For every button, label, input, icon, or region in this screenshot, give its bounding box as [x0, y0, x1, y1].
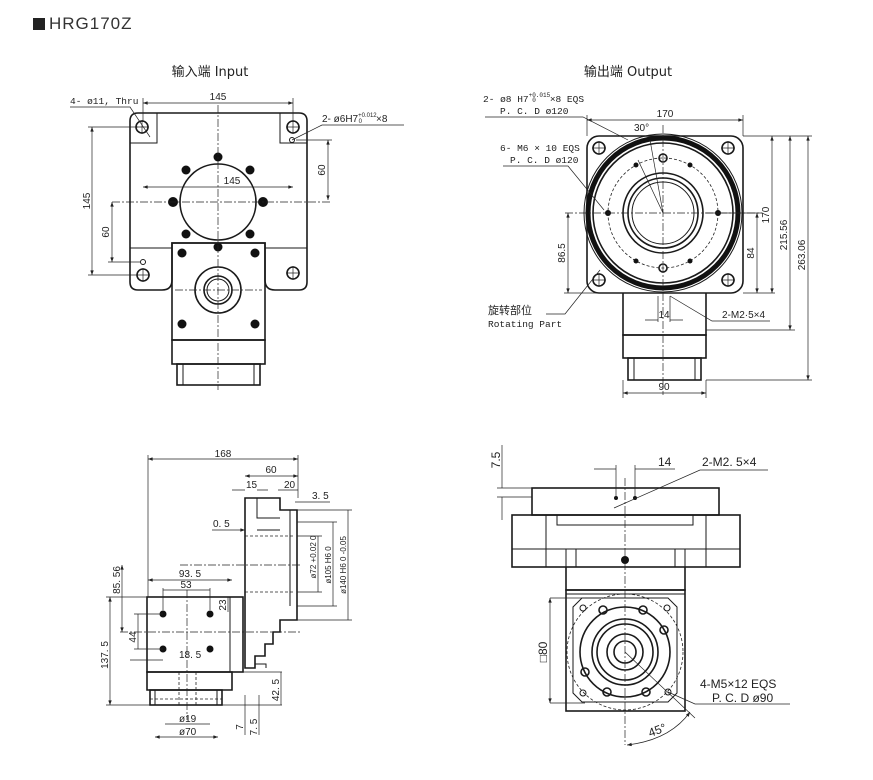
- dim-side-168: 168: [215, 449, 232, 460]
- bottom-view: 7.5 14 2-M2. 5×4 □80 4-M5×12 EQS P. C. D…: [489, 445, 790, 747]
- output-angle-label: 30°: [634, 123, 649, 134]
- output-m2-callout: 2-M2·5×4: [722, 310, 766, 321]
- corner-thru-holes: [135, 120, 300, 282]
- thru-hole-callout: 4- ø11, Thru: [70, 96, 138, 107]
- dim-input-height: 145: [82, 192, 93, 209]
- dim-side-18-5: 18. 5: [179, 650, 202, 661]
- dim-output-215: 215.56: [779, 219, 790, 250]
- dim-side-20: 20: [284, 480, 296, 491]
- housing-screws: [177, 248, 260, 329]
- dim-output-90: 90: [658, 382, 670, 393]
- dim-side-d105: ø105 H6 0: [324, 546, 333, 584]
- bottom-m5-pcd: P. C. D ø90: [712, 691, 773, 705]
- drawing-header: HRG170Z: [33, 14, 133, 34]
- dim-output-84: 84: [746, 247, 757, 259]
- dim-side-44: 44: [128, 631, 139, 643]
- output-housing-base: [622, 334, 707, 359]
- bullet-square-icon: [33, 18, 45, 30]
- bottom-main-body: [511, 514, 741, 568]
- corner-pockets: [130, 113, 307, 144]
- dim-output-263: 263.06: [797, 239, 808, 270]
- dim-side-3-5: 3. 5: [312, 491, 329, 502]
- dim-side-d70: ø70: [179, 727, 197, 738]
- dim-side-137-5: 137. 5: [100, 641, 111, 669]
- dim-side-15: 15: [246, 480, 258, 491]
- dim-side-53: 53: [180, 580, 192, 591]
- dim-bottom-14: 14: [658, 455, 672, 469]
- output-corner-holes: [592, 141, 735, 287]
- dim-side-0-5: 0. 5: [213, 519, 230, 530]
- dim-output-width: 170: [657, 109, 674, 120]
- dim-side-23: 23: [218, 599, 229, 611]
- side-view: 168 60 15 20 3. 5 0. 5 93. 5 53 23 85. 5…: [100, 449, 352, 739]
- dim-bottom-sq80: □80: [536, 641, 550, 662]
- model-title: HRG170Z: [49, 14, 133, 33]
- bottom-m5-callout: 4-M5×12 EQS: [700, 677, 776, 691]
- side-screws: [159, 610, 214, 653]
- rotating-part-en: Rotating Part: [488, 319, 562, 330]
- rotating-part-cn: 旋转部位: [488, 303, 532, 317]
- bottom-top-plate: [531, 487, 720, 516]
- side-housing-base: [146, 671, 233, 691]
- dim-output-86: 86.5: [557, 243, 568, 263]
- dim-side-d140: ø140 H6 0 -0.05: [339, 536, 348, 594]
- dim-side-42-5: 42. 5: [271, 678, 282, 701]
- input-housing-base: [171, 339, 266, 365]
- output-view: 输出端 Output 30° 170 170: [483, 64, 812, 398]
- output-connector: [627, 357, 702, 381]
- dim-input-inner: 145: [224, 176, 241, 187]
- dim-input-60-right: 60: [317, 164, 328, 176]
- dim-side-d72: ø72 +0.02 0: [309, 535, 318, 578]
- side-connector: [149, 689, 223, 706]
- dim-side-93-5: 93. 5: [179, 569, 202, 580]
- bottom-screw-holes: [579, 604, 672, 697]
- input-view: 输入端 Input: [70, 64, 404, 390]
- bottom-neck: [565, 567, 686, 591]
- dim-side-7-5: 7. 5: [249, 718, 260, 735]
- input-connector: [176, 363, 261, 386]
- bottom-m2-callout: 2-M2. 5×4: [702, 455, 757, 469]
- dim-side-85-56: 85. 56: [112, 566, 123, 594]
- bottom-angle-label: 45°: [646, 720, 668, 739]
- input-view-title: 输入端 Input: [172, 64, 249, 80]
- dim-bottom-7-5: 7.5: [489, 451, 503, 468]
- dim-output-170: 170: [761, 206, 772, 223]
- output-screw-callout: 6- M6 × 10 EQS: [500, 143, 580, 154]
- dim-input-60-left: 60: [101, 226, 112, 238]
- dim-output-14: 14: [658, 310, 670, 321]
- dim-side-d19: ø19: [179, 714, 197, 725]
- dim-input-width: 145: [210, 92, 227, 103]
- dim-side-60: 60: [265, 465, 277, 476]
- output-pin-pcd: P. C. D ø120: [500, 106, 569, 117]
- output-view-title: 输出端 Output: [584, 64, 672, 80]
- dim-side-7: 7: [235, 724, 246, 730]
- output-screw-pcd: P. C. D ø120: [510, 155, 579, 166]
- bottom-motor-square: [565, 589, 686, 712]
- side-flange: [244, 497, 298, 669]
